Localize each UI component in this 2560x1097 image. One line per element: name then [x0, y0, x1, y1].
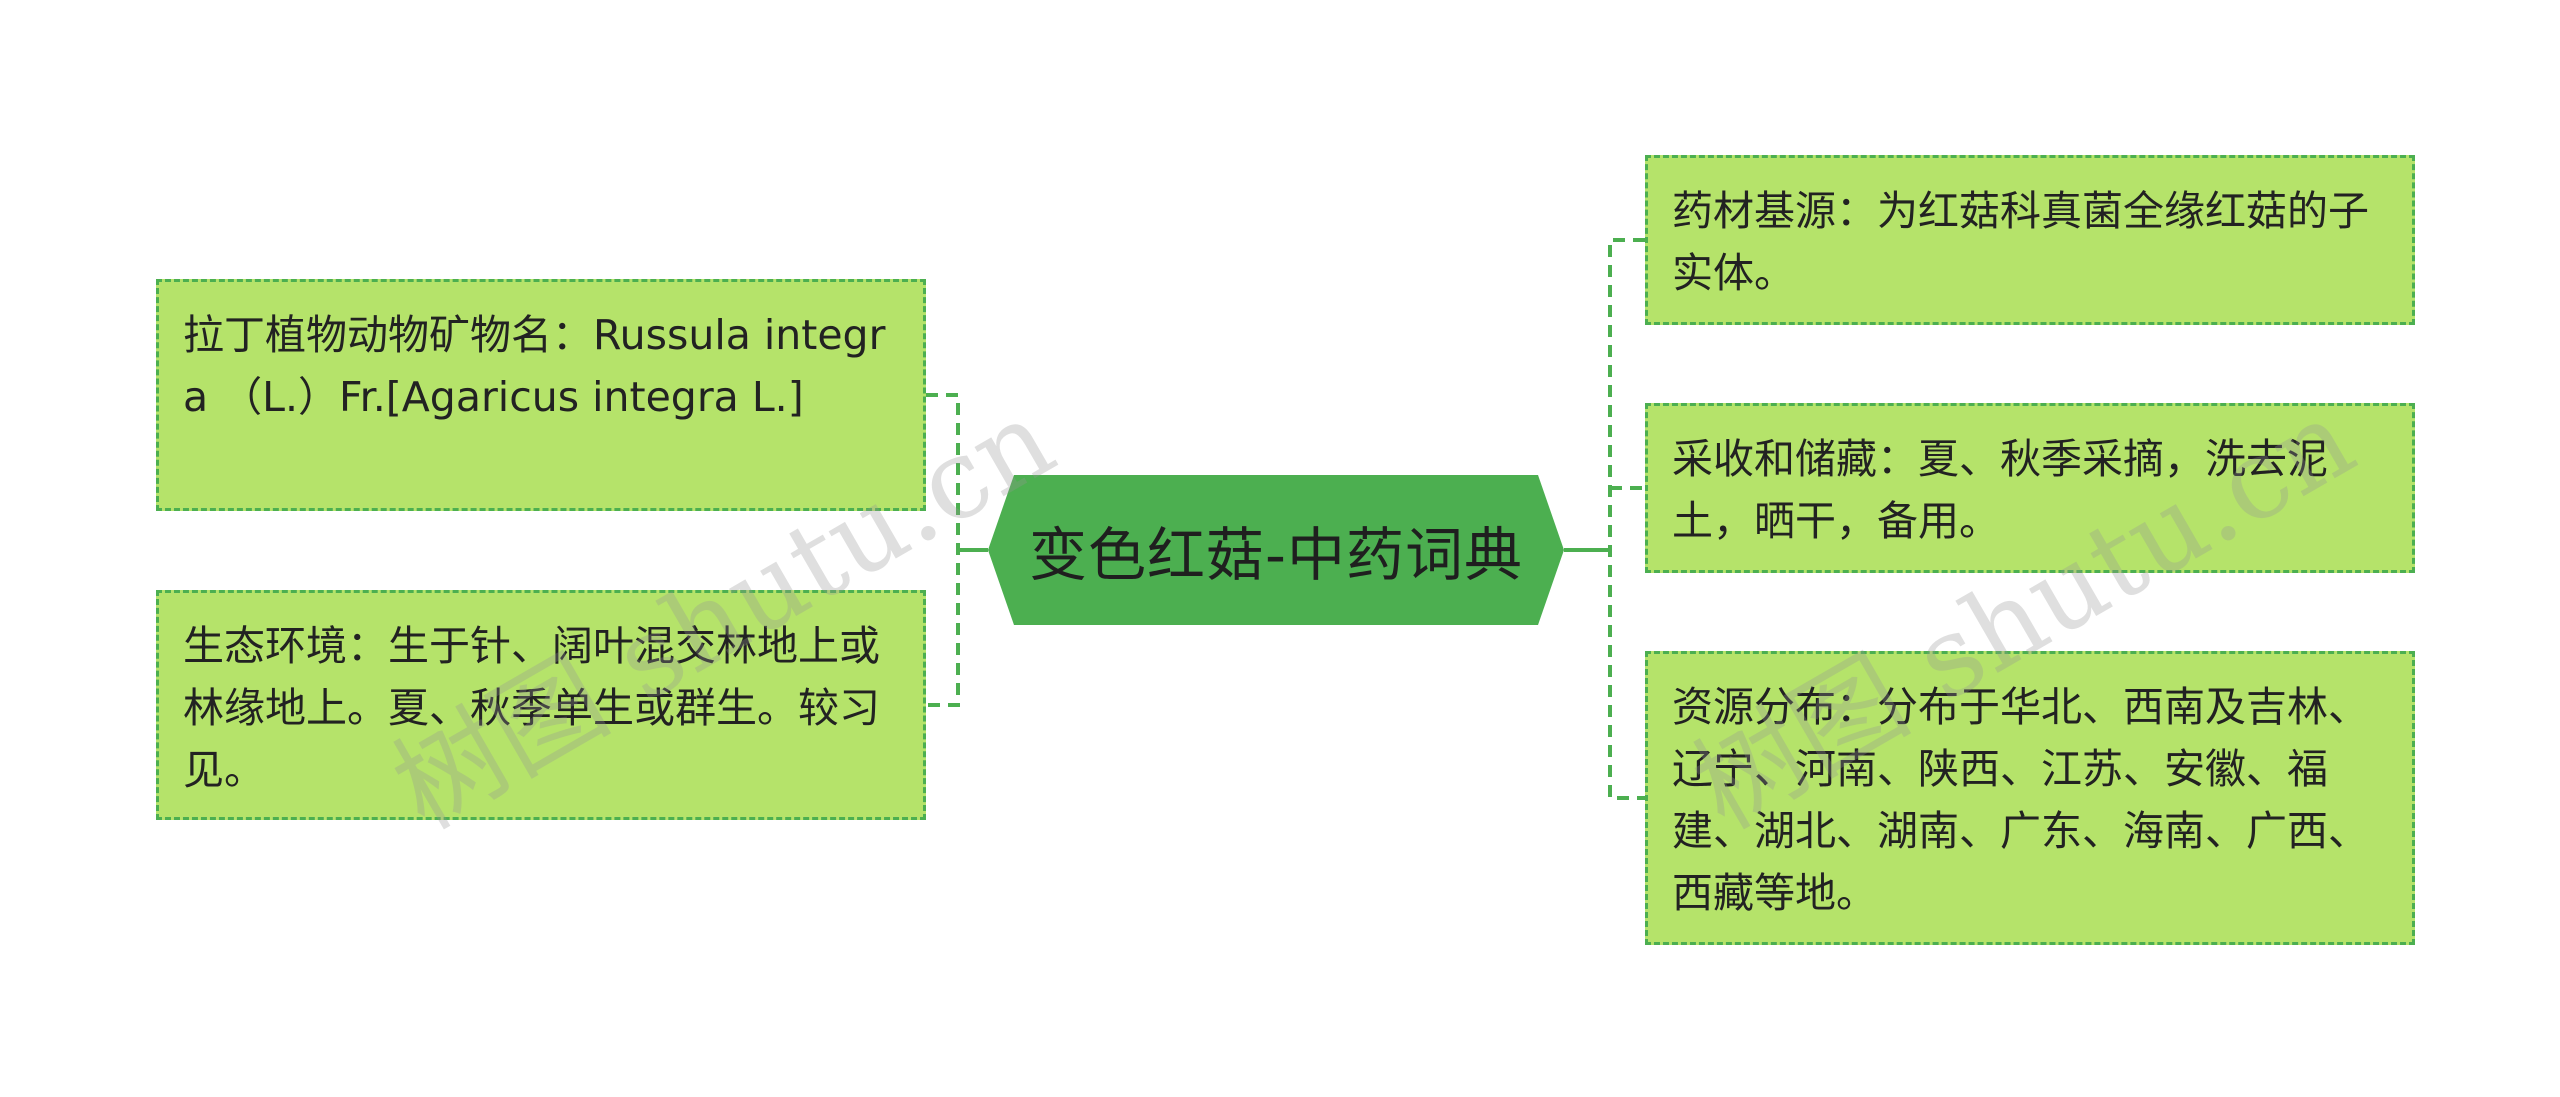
center-topic-hexagon — [988, 475, 1564, 625]
center-topic[interactable]: 变色红菇-中药词典 — [988, 475, 1564, 625]
center-topic-title: 变色红菇-中药词典 — [1029, 521, 1523, 589]
branch-node-source[interactable]: 药材基源：为红菇科真菌全缘红菇的子实体。 — [1645, 155, 2415, 325]
connector-left-bracket — [926, 393, 960, 707]
branch-node-harvest-storage[interactable]: 采收和储藏：夏、秋季采摘，洗去泥土，晒干，备用。 — [1645, 403, 2415, 573]
branch-node-latin-name[interactable]: 拉丁植物动物矿物名：Russula integra （L.）Fr.[Agaric… — [156, 279, 926, 511]
branch-node-distribution[interactable]: 资源分布：分布于华北、西南及吉林、辽宁、河南、陕西、江苏、安徽、福建、湖北、湖南… — [1645, 651, 2415, 945]
branch-node-habitat[interactable]: 生态环境：生于针、阔叶混交林地上或林缘地上。夏、秋季单生或群生。较习见。 — [156, 590, 926, 820]
connector-right-bracket — [1608, 238, 1645, 800]
